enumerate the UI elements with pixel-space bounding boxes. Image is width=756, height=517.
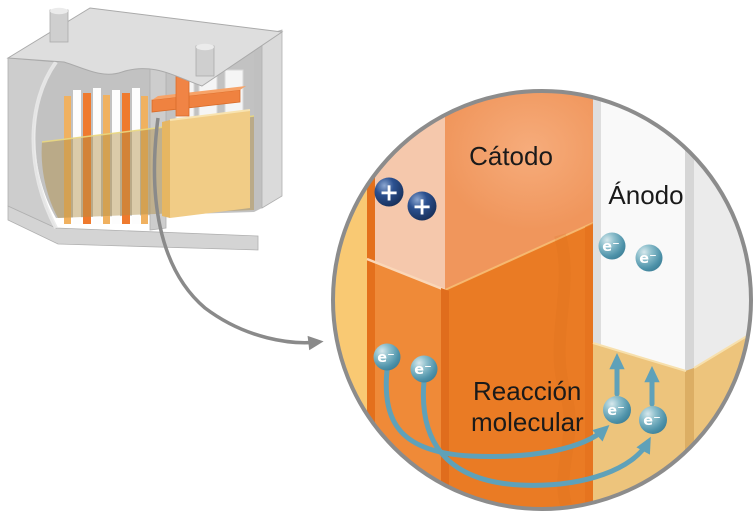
separator-strip-left <box>593 92 601 508</box>
electron-symbol: e⁻ <box>602 239 620 255</box>
electron-flow-arrow-upper <box>383 367 610 459</box>
battery-plate-tan <box>141 96 148 224</box>
electron-flow-arrows <box>383 353 660 488</box>
battery-plate-orange <box>122 93 130 224</box>
electrolyte-left-edge <box>367 92 375 508</box>
positive-particle <box>374 177 404 207</box>
anode-label: Ánodo <box>608 180 683 210</box>
magnifier-view: + + e⁻ e⁻ e⁻ e⁻ e⁻ e⁻ Cátodo <box>331 89 753 511</box>
magnifier-pointer-arrow <box>152 117 324 351</box>
electron-symbol: e⁻ <box>414 362 432 378</box>
battery-plate-orange <box>83 93 91 224</box>
battery-plates <box>64 88 148 224</box>
terminal-top <box>50 7 68 15</box>
electron-particles: e⁻ e⁻ e⁻ e⁻ e⁻ e⁻ <box>373 232 667 434</box>
cathode-wavy-shade <box>553 233 576 507</box>
battery-bus-bar-top <box>152 86 246 100</box>
magnifier-ring <box>331 89 753 511</box>
battery-right-wall-inner <box>254 36 262 212</box>
magnifier-labels: Cátodo Ánodo Reacción molecular <box>469 141 684 437</box>
electron-flow-arrow-lower <box>420 378 651 488</box>
cathode-right-edge-shade <box>585 223 593 508</box>
terminal-body <box>195 45 215 77</box>
cathode-label: Cátodo <box>469 141 553 171</box>
battery-electrolyte-block <box>170 110 250 218</box>
battery-terminal-right <box>195 43 215 77</box>
battery-cut-rim <box>31 60 58 229</box>
cathode-side-liquid-line <box>366 257 446 292</box>
battery-plate-white <box>132 88 140 224</box>
electron-symbol: e⁻ <box>377 350 395 366</box>
cathode-highlight <box>440 92 620 230</box>
electron-particle <box>598 232 626 260</box>
electron-particle <box>639 406 667 434</box>
electron-symbol: e⁻ <box>607 403 625 419</box>
separator-strip-right <box>685 92 694 508</box>
battery-terminal-left <box>49 7 69 43</box>
battery-electrolyte-block-edge <box>169 109 251 121</box>
electron-particle <box>603 396 631 424</box>
right-background-panel <box>694 92 750 508</box>
reaction-label-line1: Reacción <box>473 376 581 406</box>
battery-plate-white <box>93 88 101 224</box>
battery-bus-bar <box>151 89 241 113</box>
electron-symbol: e⁻ <box>643 413 661 429</box>
electron-particle <box>373 343 401 371</box>
electron-symbol: e⁻ <box>639 251 657 267</box>
terminal-top <box>196 43 214 51</box>
electrolyte-right-surface-line <box>592 332 750 372</box>
battery-electrolyte-block-side <box>162 120 170 218</box>
electron-particle <box>410 355 438 383</box>
battery-plate-tan <box>103 95 110 224</box>
positive-particles: + + <box>374 177 437 221</box>
cathode-front-liquid-line <box>444 222 594 291</box>
electrolyte-left-strip <box>334 92 367 508</box>
cathode-front-face-submerged <box>445 223 593 508</box>
reaction-label-line2: molecular <box>471 407 584 437</box>
positive-particle <box>407 191 437 221</box>
battery-illustration <box>6 7 284 251</box>
battery-right-wall <box>261 29 283 209</box>
battery-plate-white <box>73 90 81 224</box>
electron-particle <box>635 244 663 272</box>
battery-plate-tan <box>64 96 71 224</box>
terminal-body <box>49 9 69 43</box>
battery-plate-white <box>112 90 120 224</box>
positive-symbol: + <box>412 193 432 221</box>
positive-symbol: + <box>379 179 399 207</box>
